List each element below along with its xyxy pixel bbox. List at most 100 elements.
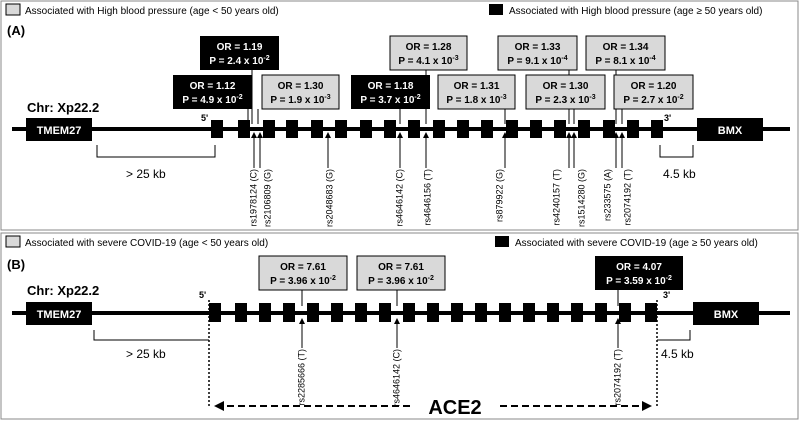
exons-a: [211, 120, 663, 138]
exon-block: [360, 120, 372, 138]
dist-bracket-right-b: [657, 330, 691, 341]
exon-block: [506, 120, 518, 138]
dist-left-a: > 25 kb: [126, 167, 166, 181]
dist-left-b: > 25 kb: [126, 347, 166, 361]
or-value: OR = 1.30: [543, 81, 589, 92]
gene-tmem27-a: [26, 118, 92, 141]
or-box-bg: [389, 35, 468, 71]
snp-marker: rs4240157 (T): [551, 132, 572, 226]
exon-block: [547, 303, 559, 322]
exon-block: [403, 303, 415, 322]
snp-marker: rs2074192 (T): [612, 318, 622, 406]
exon-block: [627, 120, 639, 138]
exon-block: [571, 303, 583, 322]
panel-a: Associated with High blood pressure (age…: [5, 3, 790, 227]
exon-block: [286, 120, 298, 138]
snp-marker: rs4646142 (C): [391, 318, 401, 407]
snp-label: rs1978124 (C): [248, 169, 258, 227]
legend-b-left: Associated with severe COVID-19 (age < 5…: [25, 238, 268, 249]
or-box-bg: [173, 75, 252, 109]
p-exponent: -2: [330, 275, 336, 282]
legend-a-left: Associated with High blood pressure (age…: [25, 6, 279, 17]
snp-label: rs4240157 (T): [551, 169, 561, 226]
p-base: P = 9.1 x 10: [507, 56, 561, 67]
p-base: P = 8.1 x 10: [595, 56, 649, 67]
or-value: OR = 1.34: [603, 42, 649, 53]
exon-block: [451, 303, 463, 322]
ace2-gene-label: ACE2: [428, 397, 481, 419]
or-box-bg: [200, 36, 279, 70]
p-value: P = 4.9 x 10-2: [182, 94, 242, 106]
p-base: P = 2.7 x 10: [623, 95, 677, 106]
exon-block: [311, 120, 323, 138]
snp-marker: rs233575 (A): [602, 132, 619, 221]
p-base: P = 3.96 x 10: [368, 276, 428, 287]
snp-label: rs1514280 (G): [576, 169, 586, 227]
legend-a-black-swatch: [489, 4, 503, 15]
exon-block: [554, 120, 566, 138]
or-box: OR = 7.61 P = 3.96 x 10-2: [356, 255, 446, 306]
p-value: P = 1.8 x 10-3: [446, 94, 506, 106]
or-value: OR = 1.28: [406, 42, 452, 53]
p-exponent: -2: [666, 275, 672, 282]
exons-b: [209, 303, 657, 322]
exon-block: [433, 120, 445, 138]
or-value: OR = 1.31: [454, 81, 500, 92]
p-value: P = 1.9 x 10-3: [270, 94, 330, 106]
p-value: P = 2.3 x 10-3: [535, 94, 595, 106]
exon-block: [530, 120, 542, 138]
exon-block: [283, 303, 295, 322]
or-box: OR = 1.30 P = 2.3 x 10-3: [525, 74, 606, 124]
p-exponent: -3: [324, 94, 330, 101]
p-exponent: -2: [428, 275, 434, 282]
or-value: OR = 1.20: [631, 81, 677, 92]
or-box-bg: [595, 256, 683, 290]
p-value: P = 3.96 x 10-2: [270, 275, 336, 287]
snp-label: rs2074192 (T): [622, 169, 632, 226]
p-value: P = 2.7 x 10-2: [623, 94, 683, 106]
or-box: OR = 1.12 P = 4.9 x 10-2: [173, 75, 252, 124]
exon-block: [408, 120, 420, 138]
exon-block: [307, 303, 319, 322]
p-value: P = 8.1 x 10-4: [595, 55, 655, 67]
p-value: P = 2.4 x 10-2: [209, 55, 269, 67]
p-exponent: -3: [452, 55, 458, 62]
exon-block: [578, 120, 590, 138]
gene-bmx-b: [693, 302, 759, 325]
snp-label: rs4646142 (C): [391, 349, 401, 407]
snp-marker: rs879922 (G): [494, 132, 508, 222]
gene-tmem27-a-label: TMEM27: [37, 125, 82, 137]
snp-marker: rs1978124 (C): [248, 132, 258, 227]
or-value: OR = 1.18: [368, 81, 414, 92]
or-value: OR = 1.33: [515, 42, 561, 53]
p-value: P = 3.59 x 10-2: [606, 275, 672, 287]
or-box-bg: [351, 75, 430, 109]
snp-marker: rs2048683 (G): [324, 132, 334, 227]
or-box: OR = 7.61 P = 3.96 x 10-2: [258, 255, 348, 306]
or-box-bg: [258, 255, 348, 291]
or-box-bg: [261, 74, 340, 110]
chr-label-b: Chr: Xp22.2: [27, 283, 99, 298]
gene-tmem27-b: [26, 302, 92, 325]
p-base: P = 2.3 x 10: [535, 95, 589, 106]
legend-b-right: Associated with severe COVID-19 (age ≥ 5…: [515, 238, 758, 249]
p-value: P = 4.1 x 10-3: [398, 55, 458, 67]
dist-bracket-left-a: [96, 145, 216, 158]
gene-bmx-a: [697, 118, 763, 141]
exon-block: [645, 303, 657, 322]
p-base: P = 1.8 x 10: [446, 95, 500, 106]
snp-label: rs2074192 (T): [612, 349, 622, 406]
snp-marker: rs4646142 (C): [394, 132, 404, 227]
or-box: OR = 1.20 P = 2.7 x 10-2: [613, 74, 694, 124]
or-value: OR = 4.07: [616, 262, 662, 273]
or-box-bg: [497, 35, 578, 71]
or-value: OR = 7.61: [378, 262, 424, 273]
exon-block: [211, 120, 223, 138]
panel-a-frame: [0, 0, 799, 231]
or-box-bg: [437, 74, 516, 110]
p-base: P = 4.9 x 10: [182, 95, 236, 106]
p-value: P = 9.1 x 10-4: [507, 55, 567, 67]
exon-block: [259, 303, 271, 322]
snp-marker: rs4646156 (T): [422, 132, 432, 226]
